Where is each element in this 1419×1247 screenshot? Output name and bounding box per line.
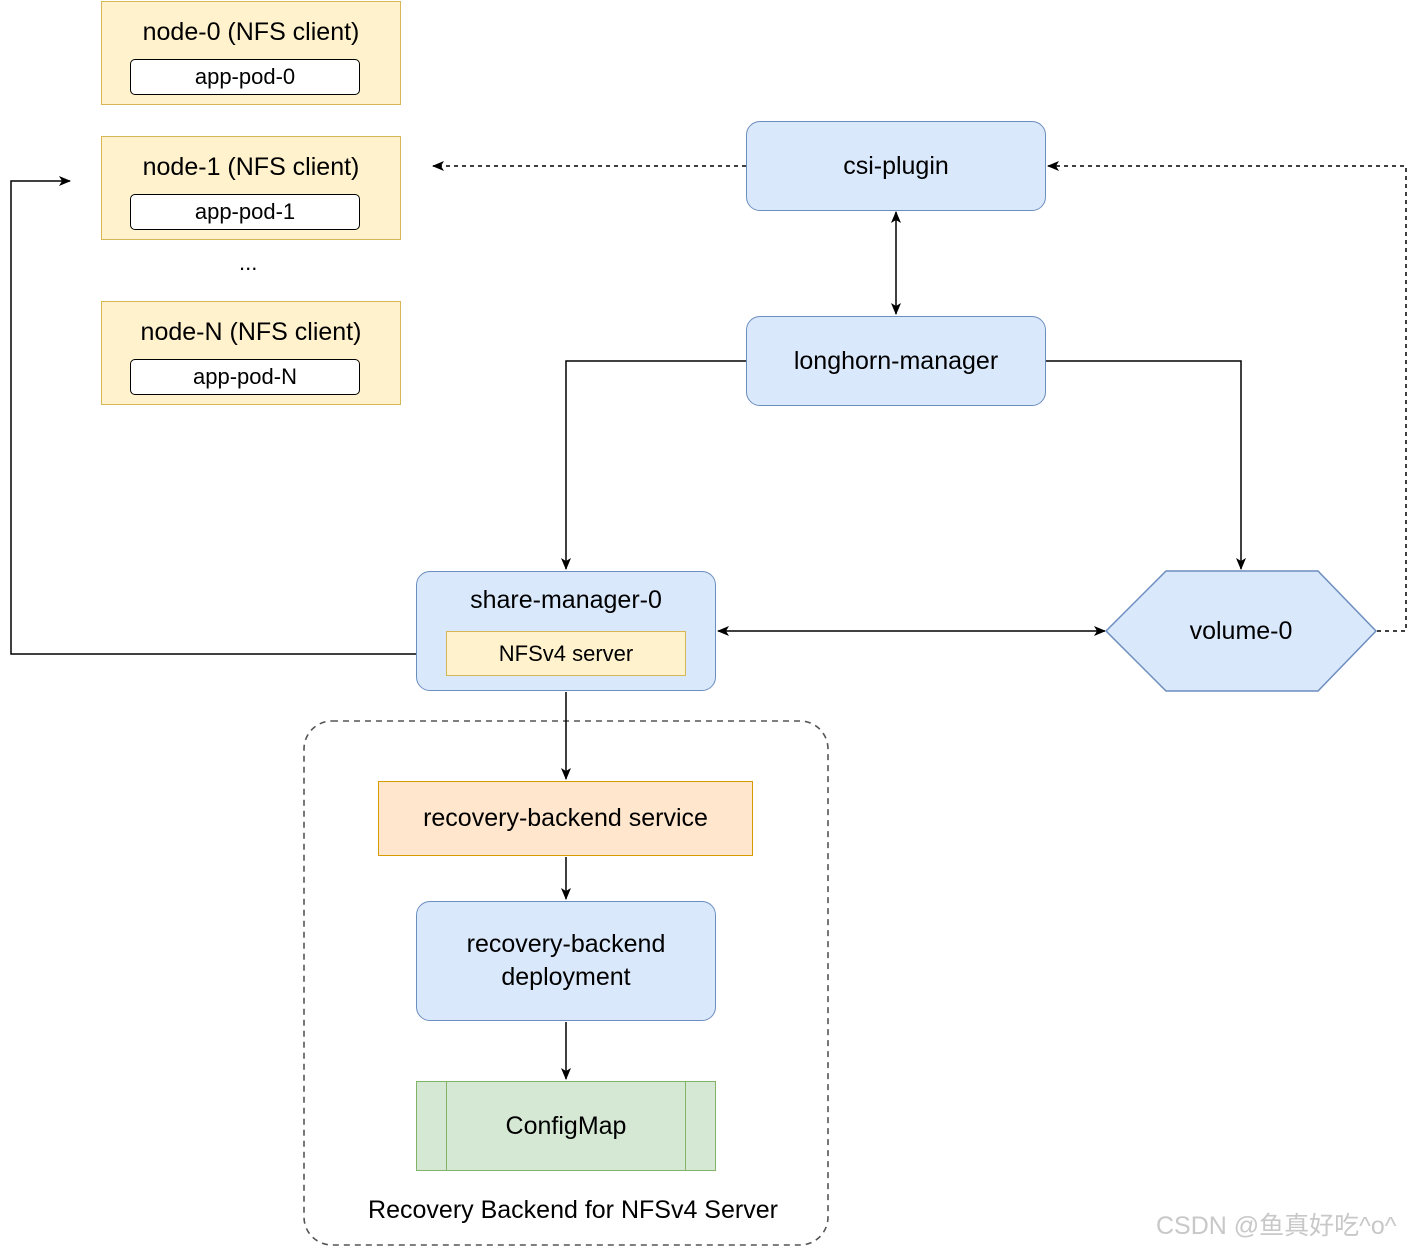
node-1-box: node-1 (NFS client) app-pod-1 [101, 136, 401, 240]
volume-hexagon [1104, 570, 1378, 692]
configmap-label: ConfigMap [505, 1111, 627, 1140]
recovery-group-label: Recovery Backend for NFSv4 Server [368, 1195, 778, 1224]
node-n-box: node-N (NFS client) app-pod-N [101, 301, 401, 405]
node-n-title: node-N (NFS client) [140, 318, 362, 346]
configmap-right-bar [685, 1082, 686, 1170]
edge-manager-to-volume [1046, 360, 1246, 570]
node-0-title: node-0 (NFS client) [142, 18, 360, 46]
nodes-ellipsis: ... [239, 250, 258, 275]
nfsv4-server-box: NFSv4 server [446, 631, 686, 676]
node-0-box: node-0 (NFS client) app-pod-0 [101, 1, 401, 105]
csi-plugin-box: csi-plugin [746, 121, 1046, 211]
app-pod-n: app-pod-N [130, 359, 360, 395]
node-1-title: node-1 (NFS client) [142, 153, 360, 181]
csdn-watermark: CSDN @鱼真好吃^o^ [1156, 1212, 1397, 1240]
app-pod-1: app-pod-1 [130, 194, 360, 230]
configmap-box: ConfigMap [416, 1081, 716, 1171]
configmap-left-bar [446, 1082, 447, 1170]
edge-manager-to-share [561, 360, 746, 570]
deployment-line-1: recovery-backend [466, 930, 666, 958]
recovery-backend-service-box: recovery-backend service [378, 781, 753, 856]
longhorn-manager-box: longhorn-manager [746, 316, 1046, 406]
share-manager-title: share-manager-0 [470, 586, 662, 614]
app-pod-0: app-pod-0 [130, 59, 360, 95]
edge-volume-to-csi [1047, 161, 1407, 632]
recovery-backend-deployment-box: recovery-backend deployment [416, 901, 716, 1021]
volume-0-label: volume-0 [1189, 616, 1293, 645]
edge-nfs-to-node1 [10, 176, 446, 655]
deployment-line-2: deployment [501, 963, 631, 991]
